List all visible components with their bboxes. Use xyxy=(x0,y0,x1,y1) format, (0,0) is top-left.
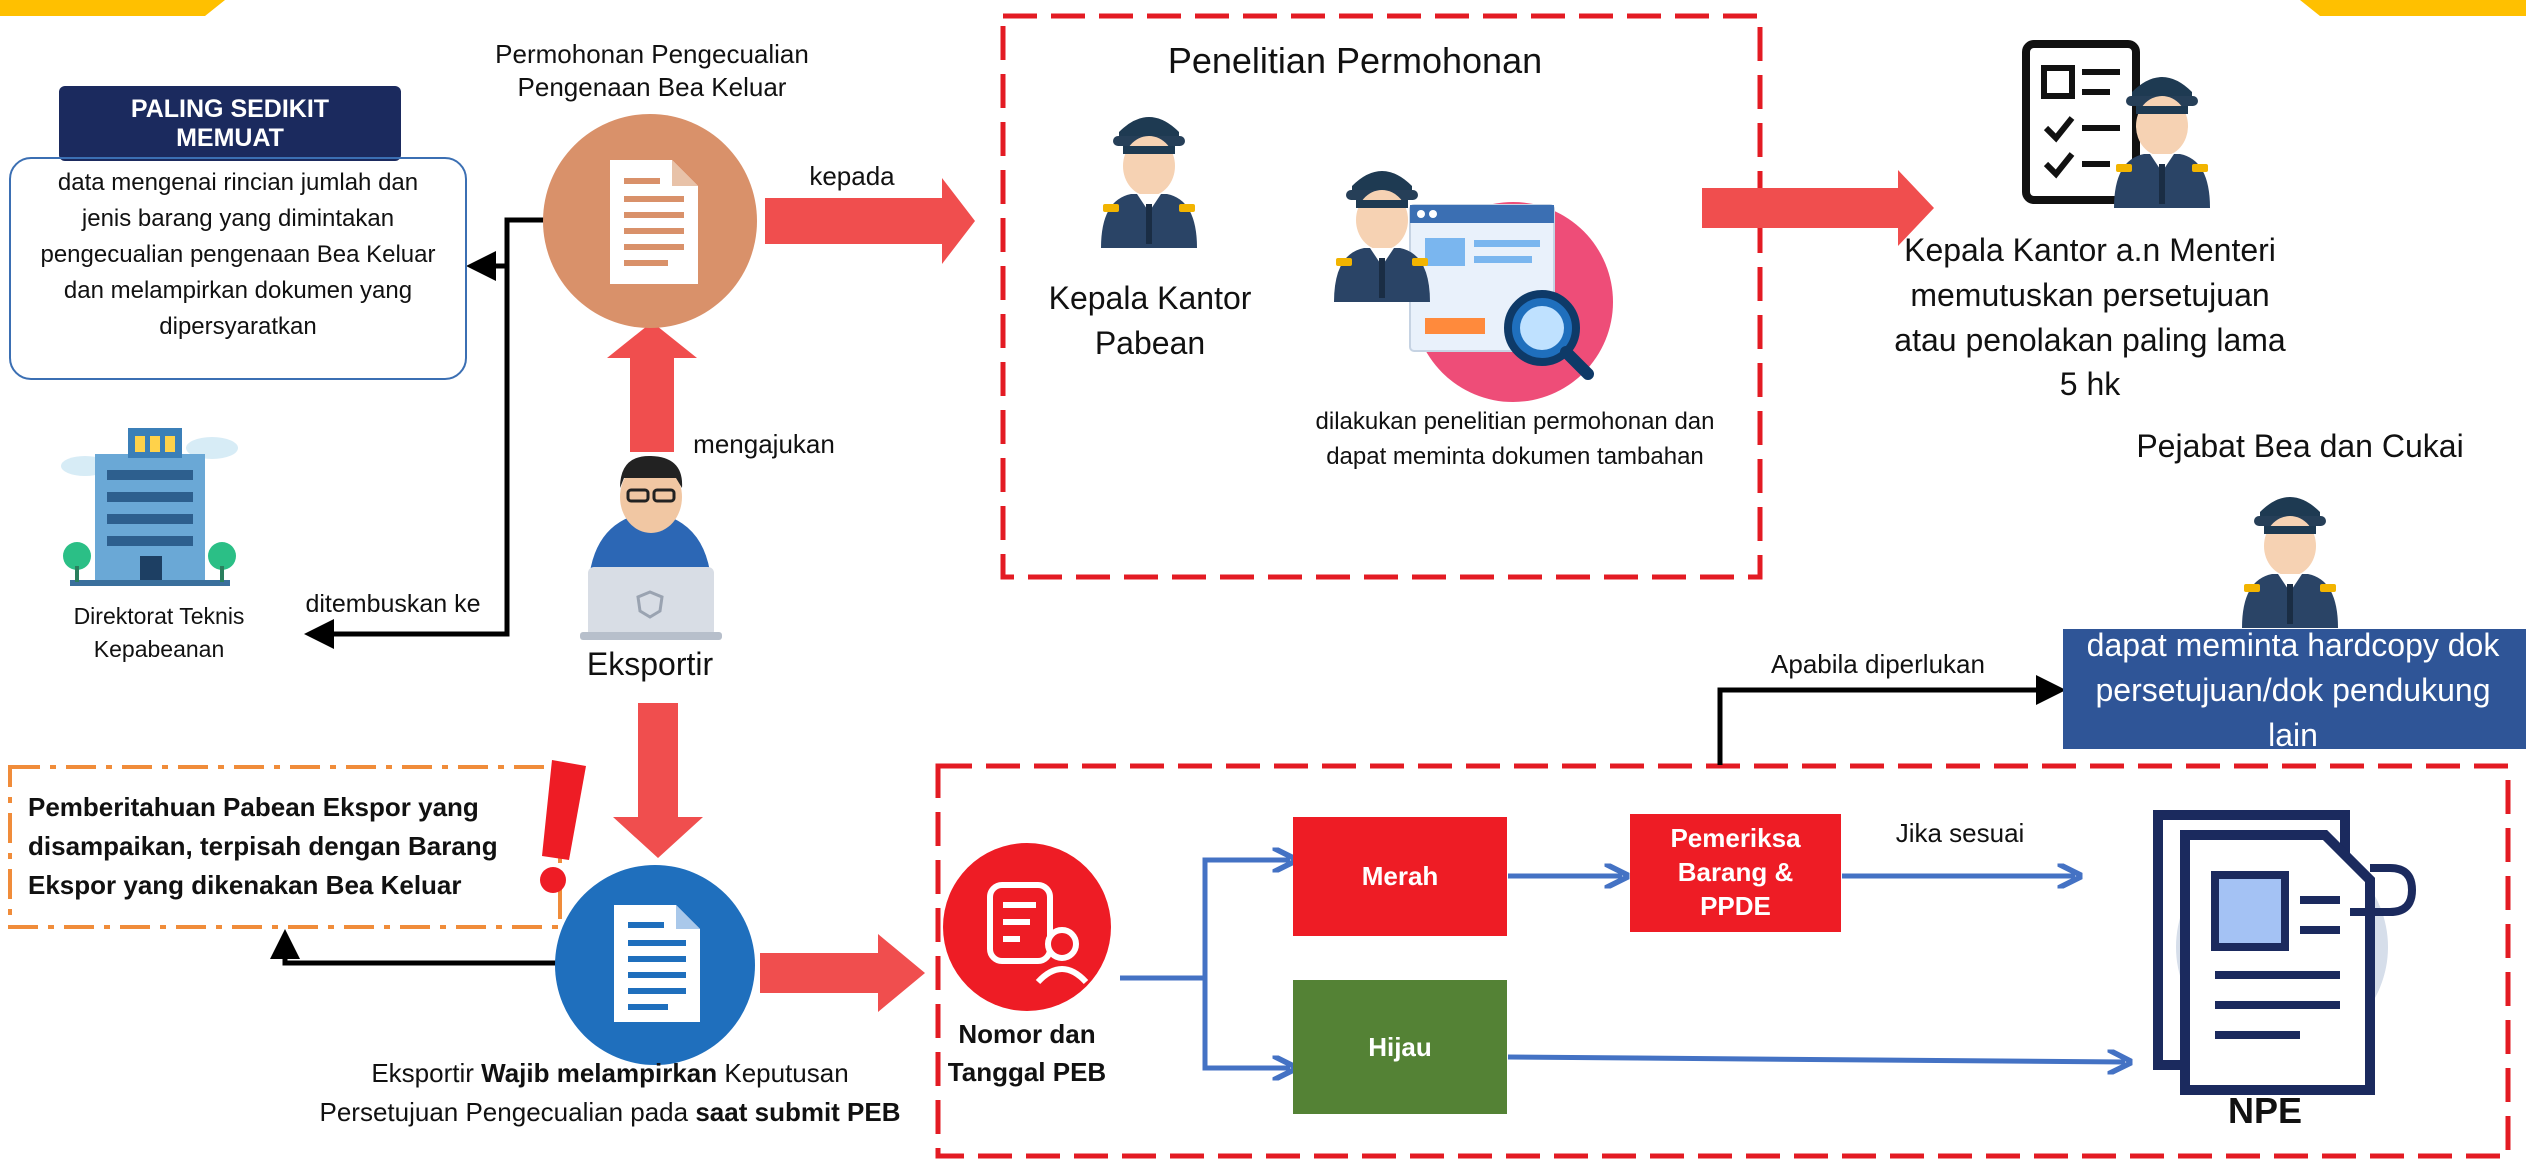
office-head-officer-icon xyxy=(1101,117,1197,248)
request-title: Permohonan Pengecualian Pengenaan Bea Ke… xyxy=(495,39,809,102)
obligation-part-1-bold: Wajib melampirkan xyxy=(481,1058,718,1088)
to-label: kepada xyxy=(809,161,895,191)
research-note: dilakukan penelitian permohonan dan dapa… xyxy=(1315,408,1715,470)
hardcopy-box xyxy=(2063,629,2526,749)
request-document-icon xyxy=(543,114,757,328)
research-frame xyxy=(1000,13,1763,580)
research-title: Penelitian Permohonan xyxy=(1167,40,1543,81)
yellow-corner-left xyxy=(0,0,225,16)
peb-document-icon xyxy=(555,865,755,1065)
min-content-badge-label: PALING SEDIKIT MEMUAT xyxy=(130,94,330,152)
decision-checklist-icon xyxy=(2022,40,2140,204)
arrow-to-hardcopy xyxy=(1717,675,2066,765)
arrow-to-directorate xyxy=(304,266,510,649)
obligation-part-3-bold: saat submit PEB xyxy=(695,1097,901,1127)
exporter-person-icon xyxy=(580,455,722,640)
research-officer-icon xyxy=(1409,202,1613,402)
if-ok-label: Jika sesuai xyxy=(1895,818,2025,848)
customs-officer-icon xyxy=(2242,497,2338,628)
arrow-to-decision xyxy=(1702,170,1934,246)
officer-title: Pejabat Bea dan Cukai xyxy=(2136,428,2464,464)
min-content-box: data mengenai rincian jumlah dan jenis b… xyxy=(9,157,467,380)
peb-frame xyxy=(935,763,2511,1159)
exporter-obligation: Eksportir Wajib melampirkan Keputusan Pe… xyxy=(250,1054,970,1132)
flow-to-npe-green xyxy=(1507,1057,2125,1062)
hardcopy-text: dapat meminta hardcopy dok persetujuan/d… xyxy=(2086,627,2500,749)
exporter-name: Eksportir xyxy=(586,646,714,682)
if-needed-label: Apabila diperlukan xyxy=(1771,649,1985,679)
arrow-to-min-content xyxy=(466,217,547,281)
flow-to-green xyxy=(1202,978,1290,1068)
submit-label: mengajukan xyxy=(693,429,835,459)
decision-text: Kepala Kantor a.n Menteri memutuskan per… xyxy=(1894,232,2286,403)
arrow-to-peb xyxy=(760,934,925,1012)
directorate-name: Direktorat Teknis Kepabeanan xyxy=(73,603,245,663)
lane-red-label: Merah xyxy=(1361,861,1439,891)
peb-note-text: Pemberitahuan Pabean Ekspor yang disampa… xyxy=(28,792,498,900)
inspection-label: Pemeriksa Barang & PPDE xyxy=(1670,823,1801,921)
office-head-label: Kepala Kantor Pabean xyxy=(1048,280,1252,361)
peb-label: Nomor dan Tanggal PEB xyxy=(947,1019,1107,1087)
lane-red-box xyxy=(1293,817,1507,936)
yellow-corner-right xyxy=(2300,0,2526,16)
obligation-part-2: Keputusan xyxy=(717,1058,849,1088)
cc-label: ditembuskan ke xyxy=(305,590,481,618)
arrow-to-peb-note xyxy=(270,929,557,966)
arrow-up-exporter xyxy=(607,322,697,452)
peb-number-icon xyxy=(943,843,1111,1011)
arrow-to-research xyxy=(765,178,975,264)
obligation-part-1: Eksportir xyxy=(371,1058,482,1088)
warning-exclamation-icon xyxy=(540,760,586,893)
directorate-building-icon xyxy=(61,428,238,586)
inspection-box xyxy=(1630,814,1841,932)
obligation-part-3: Persetujuan Pengecualian pada xyxy=(319,1097,696,1127)
lane-green-box xyxy=(1293,980,1507,1114)
min-content-text: data mengenai rincian jumlah dan jenis b… xyxy=(40,169,436,340)
min-content-badge xyxy=(59,86,401,161)
flow-to-red xyxy=(1202,860,1290,978)
npe-document-icon xyxy=(2153,810,2417,1095)
lane-green-label: Hijau xyxy=(1368,1031,1432,1062)
npe-label: NPE xyxy=(2227,1090,2303,1131)
arrow-down-exporter xyxy=(613,703,703,858)
